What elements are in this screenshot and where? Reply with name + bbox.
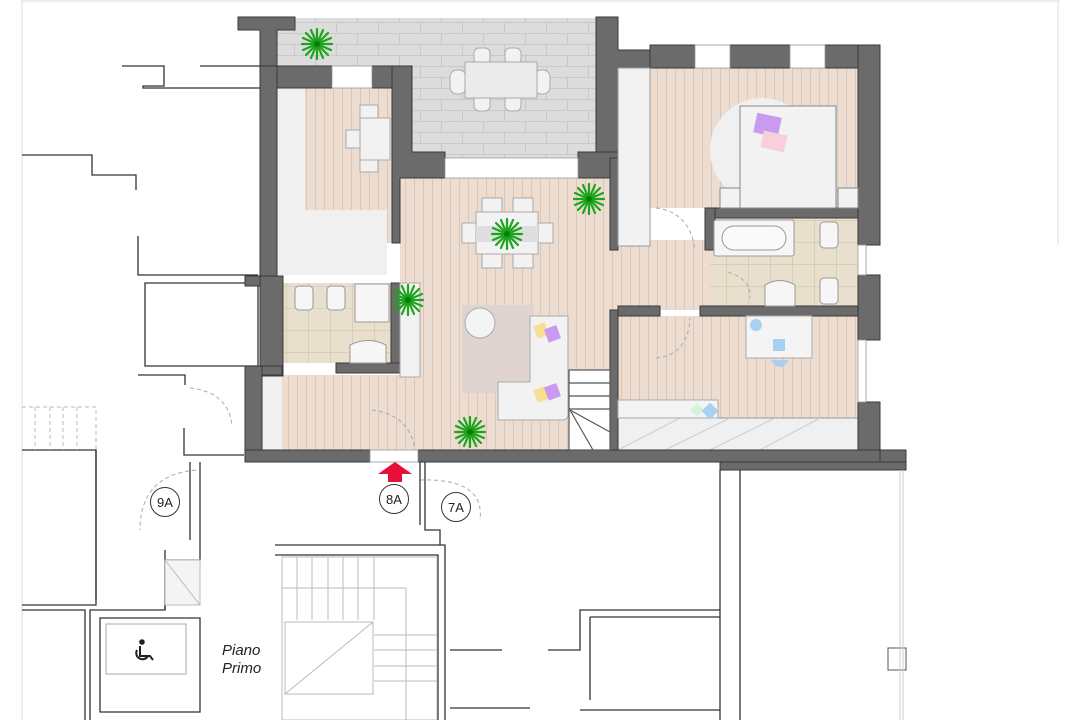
- entrance-arrow-icon: [378, 462, 412, 482]
- terrace-table: [449, 47, 551, 112]
- coffee-table: [464, 307, 496, 339]
- pillows: [533, 322, 561, 403]
- neighbour-unit-left: [22, 65, 260, 720]
- bathroom2-fixtures: [713, 219, 839, 307]
- wardrobe-bedroom1: [617, 67, 651, 247]
- kitchen-table: [345, 104, 391, 173]
- common-stairwell: [281, 556, 438, 720]
- wheelchair-accessibility-icon: [135, 639, 154, 661]
- floor-label-line1: Piano: [222, 642, 261, 659]
- hall-floor: [610, 240, 710, 310]
- common-corridor: [89, 462, 741, 720]
- unit-marker-8a: 8A: [379, 484, 409, 514]
- single-bed: [617, 399, 719, 419]
- floor-label-line2: Primo: [222, 660, 262, 677]
- door-swings: [139, 207, 751, 531]
- floor-label: Piano Primo: [222, 642, 261, 678]
- bathroom1-fixtures: [294, 283, 390, 364]
- elevator-cabin: [105, 623, 187, 675]
- unit-marker-9a: 9A: [150, 487, 180, 517]
- unit-marker-7a: 7A: [441, 492, 471, 522]
- walls: [237, 16, 907, 471]
- wardrobe-bedroom2: [617, 417, 859, 451]
- windows: [331, 44, 867, 463]
- dashed-balcony: [22, 406, 97, 450]
- internal-staircase: [568, 369, 611, 451]
- page-frame: [21, 0, 1060, 720]
